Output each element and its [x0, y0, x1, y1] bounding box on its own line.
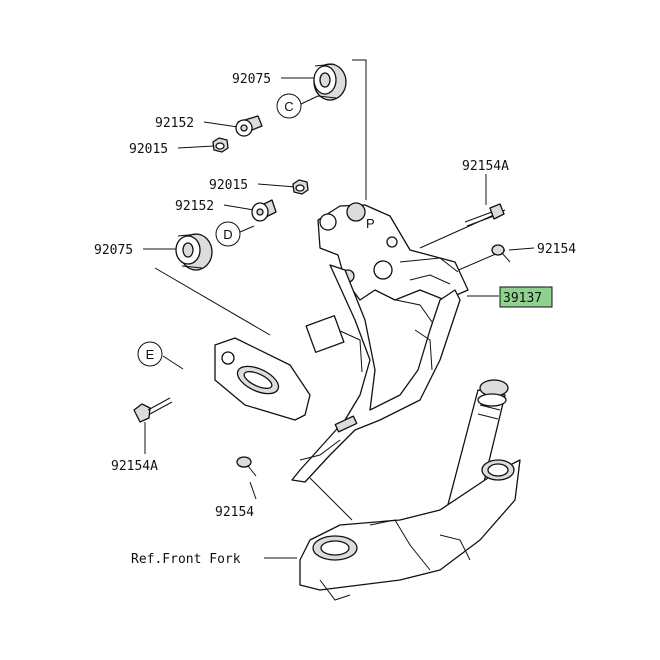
callout-c-text: C — [284, 99, 293, 114]
label-ref-front-fork: Ref.Front Fork — [131, 552, 241, 567]
label-92154a-top: 92154A — [462, 159, 509, 174]
label-92015-top: 92015 — [129, 142, 168, 157]
main-frame — [291, 264, 461, 483]
steering-stem — [299, 379, 521, 601]
bolt-92154a-top — [464, 203, 505, 227]
screw-92154-bottom — [236, 456, 257, 477]
callout-e-text: E — [146, 347, 155, 362]
collar-second — [251, 199, 277, 222]
callout-e: E — [137, 341, 163, 367]
label-92152-second: 92152 — [175, 199, 214, 214]
screw-92154-right — [491, 244, 511, 263]
label-92015-second: 92015 — [209, 178, 248, 193]
label-92075-top: 92075 — [232, 72, 271, 87]
upper-bracket: P — [317, 202, 469, 301]
label-92152-top: 92152 — [155, 116, 194, 131]
bolt-92154a-bottom — [133, 397, 173, 423]
leader-lines — [143, 59, 535, 559]
label-92154-right: 92154 — [537, 242, 576, 257]
label-92154-bottom: 92154 — [215, 505, 254, 520]
nut-second — [292, 179, 309, 195]
collar-top — [235, 115, 263, 137]
grommet-top — [313, 63, 347, 101]
label-92075-second: 92075 — [94, 243, 133, 258]
side-bracket — [214, 337, 311, 421]
part-labels: 92075 92152 92015 92015 92152 92075 9215… — [94, 72, 576, 567]
grommet-second — [175, 233, 213, 271]
callout-d-text: D — [223, 227, 232, 242]
part-highlight-box — [499, 286, 553, 308]
nut-top — [212, 137, 229, 153]
label-92154a-bottom: 92154A — [111, 459, 158, 474]
callout-c: C — [276, 93, 302, 119]
label-39137: 39137 — [503, 291, 542, 306]
callout-d: D — [215, 221, 241, 247]
plate-mark: P — [366, 216, 375, 231]
